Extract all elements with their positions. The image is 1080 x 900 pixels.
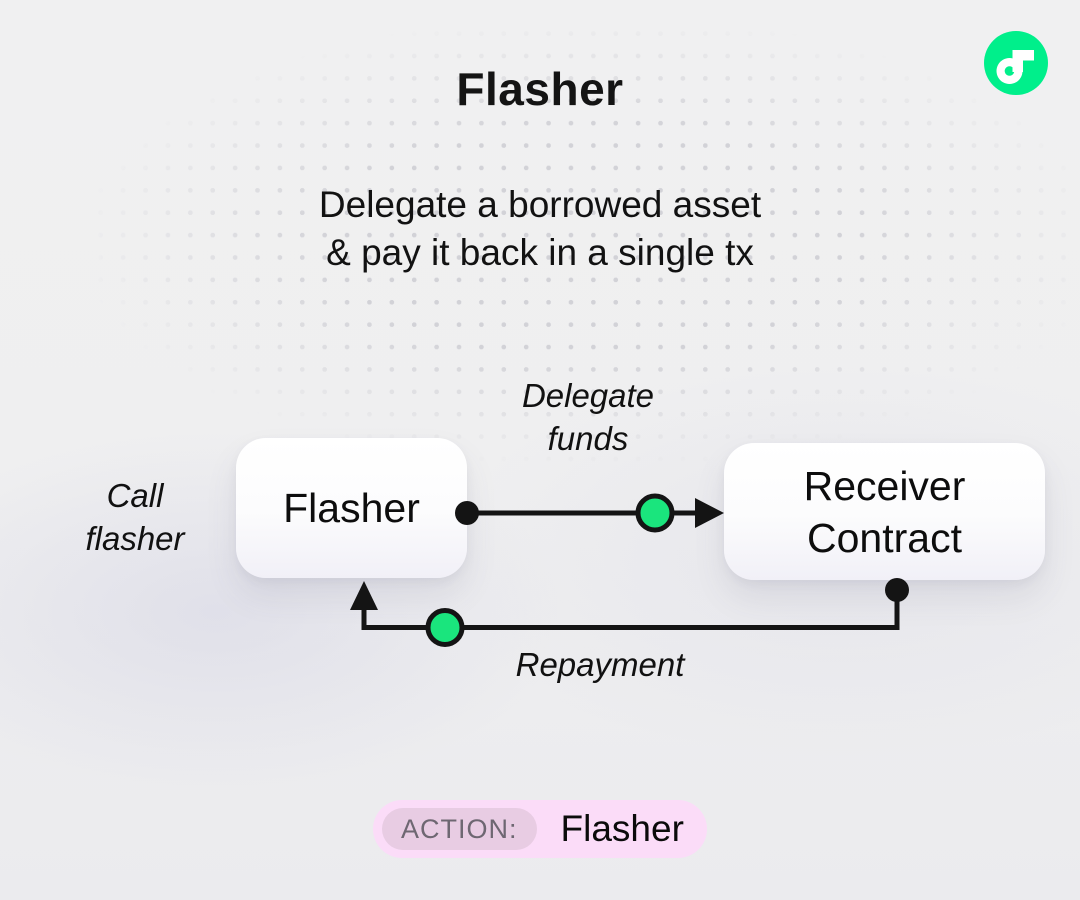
flasher-node-label: Flasher [283,485,420,531]
repayment-token-dot [425,608,465,647]
action-value: Flasher [560,808,684,849]
delegate-funds-label: Delegate funds [521,377,655,457]
flasher-node: Flasher [236,438,467,578]
action-label-pill: ACTION: [382,808,537,850]
subtitle-line-2: & pay it back in a single tx [326,232,754,273]
dot-grid-background [0,0,1080,505]
flow-logo-icon [984,31,1048,95]
receiver-node-label-line-1: Receiver [803,462,966,509]
repayment-label: Repayment [515,646,685,683]
page-title: Flasher [456,63,624,115]
receiver-node-label-line-2: Contract [807,514,962,561]
repayment-arrow [350,578,909,647]
repayment-arrowhead [350,581,378,610]
subtitle-line-1: Delegate a borrowed asset [318,184,762,225]
repayment-start-dot [885,578,909,602]
subtitle: Delegate a borrowed asset & pay it back … [0,181,1080,277]
action-badge: ACTION: Flasher [373,800,707,858]
receiver-contract-node: Receiver Contract [724,443,1045,580]
call-flasher-label: Call flasher [85,477,185,557]
